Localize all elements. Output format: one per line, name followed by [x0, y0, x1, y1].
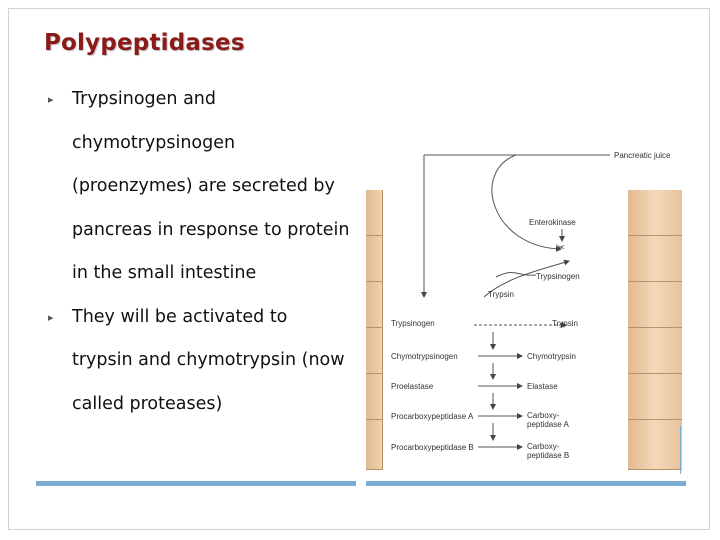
trypsinogen-top-label: Trypsinogen [536, 272, 580, 281]
proenzyme-label: Trypsinogen [391, 319, 435, 328]
epithelial-cell [628, 282, 682, 328]
epithelial-cell [366, 374, 383, 420]
svg-text:✂: ✂ [556, 241, 565, 254]
accent-rule-left [36, 481, 356, 486]
epithelial-cell [628, 374, 682, 420]
trypsin-small-label: Trypsin [488, 290, 514, 299]
intestinal-wall-right [628, 190, 682, 470]
pancreatic-enzyme-diagram: ✂ Pancreatic juice Enterokinase Trypsino… [366, 127, 682, 474]
bullet-marker-icon: ▸ [48, 93, 54, 106]
slide-frame [8, 8, 710, 530]
intestinal-wall-left [366, 190, 383, 470]
epithelial-cell [366, 282, 383, 328]
epithelial-cell [628, 328, 682, 374]
epithelial-cell [628, 190, 682, 236]
proenzyme-label: Chymotrypsinogen [391, 352, 458, 361]
epithelial-cell [366, 420, 383, 470]
epithelial-cell [628, 236, 682, 282]
enzyme-label: Elastase [527, 382, 558, 391]
proenzyme-label: Procarboxypeptidase A [391, 412, 474, 421]
epithelial-cell [366, 190, 383, 236]
bullet-text: Trypsinogen and chymotrypsinogen (proenz… [72, 89, 350, 283]
pancreatic-juice-label: Pancreatic juice [614, 151, 671, 160]
slide-title: Polypeptidases [44, 30, 245, 56]
enzyme-label: Carboxy- peptidase B [527, 442, 570, 460]
enzyme-label: Chymotrypsin [527, 352, 576, 361]
enzyme-label: Trypsin [552, 319, 578, 328]
proenzyme-label: Procarboxypeptidase B [391, 443, 474, 452]
bullet-text: They will be activated to trypsin and ch… [72, 306, 345, 414]
epithelial-cell [366, 236, 383, 282]
divider-line [680, 426, 681, 474]
bullet-item: ▸ Trypsinogen and chymotrypsinogen (proe… [48, 78, 353, 296]
pathway-arrows: ✂ [421, 154, 610, 450]
accent-rule-right [366, 481, 686, 486]
bullet-item: ▸ They will be activated to trypsin and … [48, 296, 353, 427]
epithelial-cell [366, 328, 383, 374]
bullet-marker-icon: ▸ [48, 310, 54, 324]
enzyme-label: Carboxy- peptidase A [527, 411, 569, 429]
proenzyme-label: Proelastase [391, 382, 434, 391]
epithelial-cell [628, 420, 682, 470]
bullet-list: ▸ Trypsinogen and chymotrypsinogen (proe… [48, 78, 353, 426]
enterokinase-label: Enterokinase [529, 218, 576, 227]
